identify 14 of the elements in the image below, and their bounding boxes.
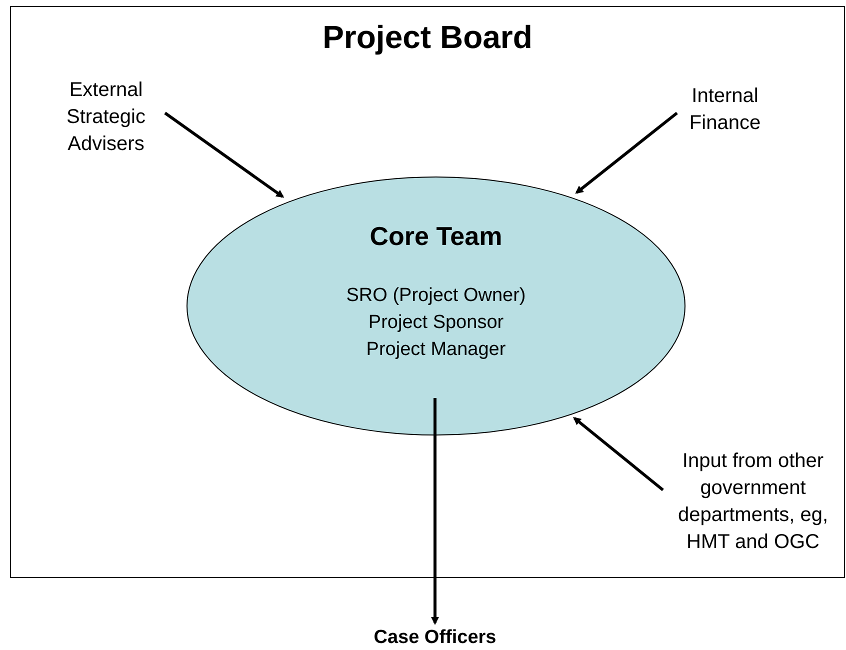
node-label: Input from other government departments, eg, HMT and OGC [676,449,830,555]
arrow [431,398,439,625]
arrow [164,112,284,198]
arrow [573,416,664,492]
node-label: Internal Finance [688,84,762,136]
team-member: SRO (Project Owner) [346,284,526,308]
board-title: Project Board [322,21,532,53]
team-member: Project Sponsor [368,311,504,335]
arrow [575,112,678,194]
node-label: External Strategic Advisers [66,78,146,156]
node-label: Case Officers [374,626,496,650]
team-member: Project Manager [366,338,506,362]
board-frame [10,6,845,578]
team-heading: Core Team [370,220,502,252]
